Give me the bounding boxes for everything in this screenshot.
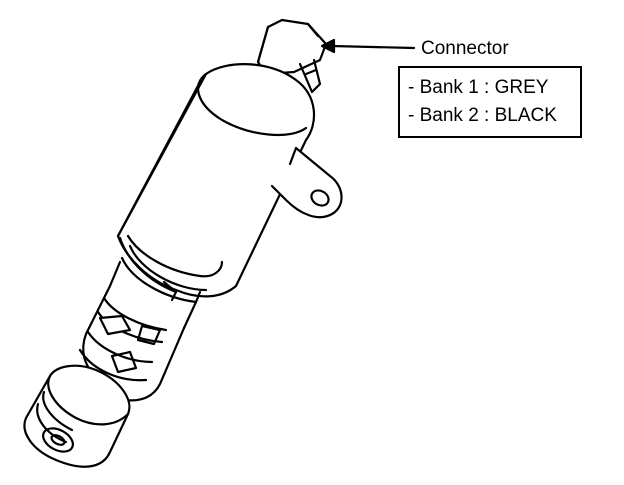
- neck-rings: [108, 234, 224, 330]
- bank-color-legend: - Bank 1 : GREY - Bank 2 : BLACK: [398, 66, 582, 138]
- connector-label: Connector: [421, 38, 509, 59]
- valve-housing: [116, 63, 316, 298]
- bank-1-color: - Bank 1 : GREY: [408, 77, 549, 98]
- connector-leader: [320, 38, 416, 54]
- leader-line: [330, 44, 416, 50]
- mounting-bracket: [270, 146, 343, 219]
- arrowhead-icon: [320, 38, 336, 54]
- bank-2-color: - Bank 2 : BLACK: [408, 105, 557, 126]
- end-cap: [23, 364, 131, 468]
